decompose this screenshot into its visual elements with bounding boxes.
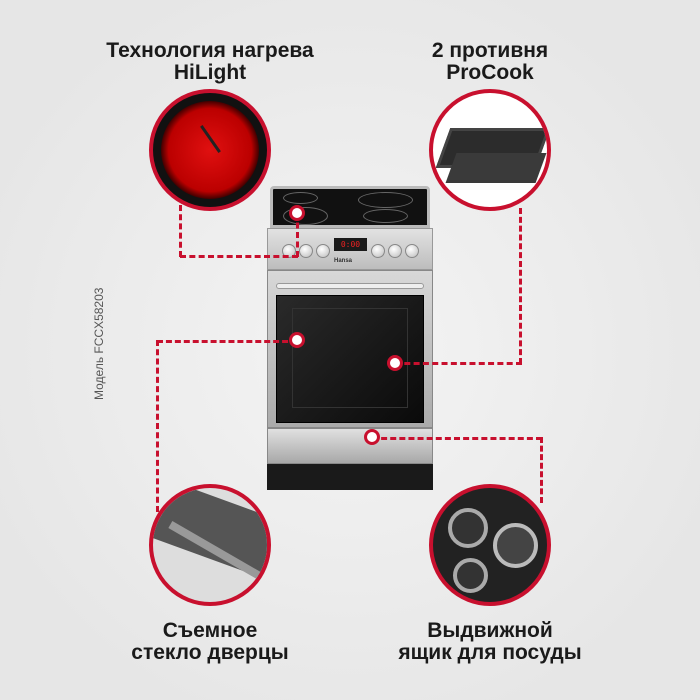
model-label: Модель FCCX58203	[92, 287, 106, 400]
control-knob[interactable]	[299, 244, 313, 258]
connector-line	[395, 362, 522, 365]
connector-line	[180, 255, 298, 258]
caption-line: стекло дверцы	[131, 641, 289, 664]
caption-line: ProCook	[446, 61, 534, 84]
storage-drawer-image	[429, 484, 551, 606]
control-knob[interactable]	[371, 244, 385, 258]
control-knob[interactable]	[316, 244, 330, 258]
control-knob[interactable]	[405, 244, 419, 258]
connector-line	[519, 208, 522, 364]
control-knob[interactable]	[388, 244, 402, 258]
caption-line: Технология нагрева	[106, 39, 314, 62]
caption-line: Выдвижной	[427, 619, 553, 642]
door-marker[interactable]	[289, 332, 305, 348]
connector-line	[540, 437, 543, 503]
caption-line: Съемное	[162, 619, 258, 642]
timer-display: 0:00	[334, 238, 367, 251]
storage-drawer[interactable]	[267, 428, 433, 464]
removable-door-glass-image	[149, 484, 271, 606]
oven-door[interactable]	[267, 270, 433, 428]
hilight-burner-image	[149, 89, 271, 211]
door-handle[interactable]	[276, 283, 424, 289]
caption-line: ящик для посуды	[398, 641, 582, 664]
drawer-marker[interactable]	[364, 429, 380, 445]
connector-line	[179, 205, 182, 257]
trays-marker[interactable]	[387, 355, 403, 371]
connector-line	[372, 437, 542, 440]
caption-line: HiLight	[173, 61, 247, 84]
cooker-plinth	[267, 464, 433, 490]
caption-line: 2 противня	[431, 39, 549, 62]
brand-logo: Hansa	[334, 258, 353, 264]
hob-marker[interactable]	[289, 205, 305, 221]
connector-line	[156, 340, 159, 512]
connector-line	[157, 340, 297, 343]
baking-trays-image	[429, 89, 551, 211]
connector-line	[296, 213, 299, 257]
